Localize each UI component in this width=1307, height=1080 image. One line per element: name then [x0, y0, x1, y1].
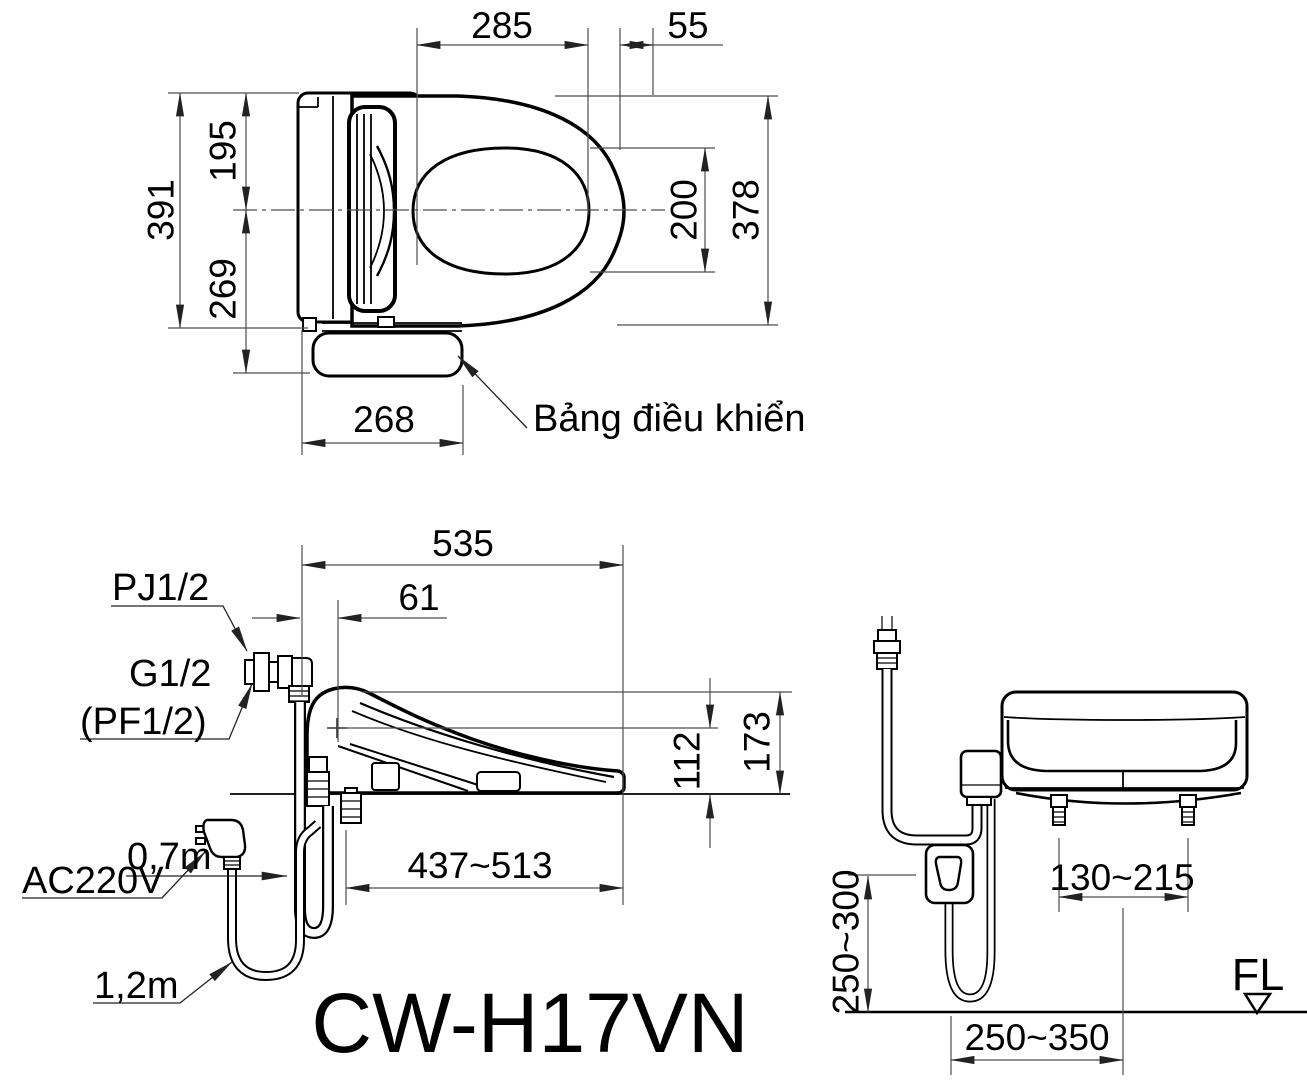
- shutoff-valve: [244, 652, 313, 703]
- power-plug: [195, 818, 247, 870]
- dim-269-label: 269: [203, 258, 244, 320]
- extension-lines: [301, 545, 792, 905]
- floor-level-label: FL: [1232, 949, 1285, 1000]
- dim-112-label: 112: [667, 732, 708, 791]
- control-panel-leader: [457, 355, 528, 429]
- mounting-bolt-left: [1050, 794, 1068, 826]
- cord-leader: [93, 961, 233, 1004]
- unit-body-rear: [1000, 690, 1249, 792]
- dim-437-label: 437~513: [407, 845, 552, 886]
- dim-535-label: 535: [432, 523, 494, 564]
- dim-61-label: 61: [398, 577, 439, 618]
- inlet-cross-mark: [327, 718, 347, 738]
- g12-label: G1/2: [129, 653, 211, 695]
- mount-bracket: [371, 762, 400, 791]
- pj-leader: [111, 605, 248, 652]
- side-view: 535 61 437~513 112 173 PJ1/2 G1/2 (PF1/2…: [22, 523, 792, 1007]
- extension-lines: [168, 28, 778, 455]
- dim-391-label: 391: [141, 179, 182, 241]
- model-number: CW-H17VN: [311, 976, 748, 1070]
- dim-268-label: 268: [353, 399, 415, 440]
- side-view-dimensions: 535 61 437~513 112 173 PJ1/2 G1/2 (PF1/2…: [22, 523, 792, 1007]
- pf-leader: [80, 683, 253, 740]
- dim-378-label: 378: [726, 179, 767, 241]
- dim-250-350-label: 250~350: [964, 1017, 1109, 1058]
- dim-250-300-label: 250~300: [826, 869, 867, 1014]
- drain-fitting: [340, 792, 362, 824]
- dim-130-label: 130~215: [1049, 857, 1194, 898]
- top-view-dimensions: 285 55 195 391 269 200 378 268 Bảng điều…: [141, 5, 806, 455]
- ac-leader: [22, 851, 206, 899]
- control-panel: [311, 331, 464, 378]
- hinge-cover: [347, 105, 397, 313]
- dim-55-label: 55: [667, 5, 708, 46]
- extension-lines: [848, 838, 1189, 1075]
- control-panel-label: Bảng điều khiển: [533, 398, 806, 440]
- supply-valve: [873, 616, 901, 670]
- pj-label: PJ1/2: [112, 567, 209, 609]
- power-rating-label: AC220V: [22, 860, 164, 902]
- cord-length-label: 1,2m: [94, 965, 178, 1007]
- top-view-object: [233, 91, 665, 378]
- dim-200-label: 200: [664, 179, 705, 241]
- rear-view-dimensions: 130~215 250~300 250~350 FL: [826, 838, 1285, 1075]
- rear-view: 130~215 250~300 250~350 FL: [826, 616, 1307, 1075]
- seat-opening: [411, 146, 591, 276]
- side-connector-box: [959, 749, 1003, 799]
- dim-173-label: 173: [737, 711, 778, 773]
- hose-length-label: 0,7m: [127, 836, 211, 878]
- rear-view-object: [845, 616, 1307, 1016]
- dim-285-label: 285: [471, 5, 533, 46]
- water-inlet-fitting: [308, 756, 328, 773]
- side-view-object: [195, 652, 790, 982]
- top-view: 285 55 195 391 269 200 378 268 Bảng điều…: [141, 5, 806, 455]
- floor-level-marker: [1242, 992, 1273, 1016]
- bowl-arc: [1015, 791, 1242, 805]
- mounting-bolt-right: [1179, 794, 1197, 826]
- outlet-plug: [934, 855, 963, 892]
- hinge-wave: [375, 145, 396, 277]
- dim-195-label: 195: [203, 120, 244, 182]
- pf-label: (PF1/2): [80, 701, 207, 743]
